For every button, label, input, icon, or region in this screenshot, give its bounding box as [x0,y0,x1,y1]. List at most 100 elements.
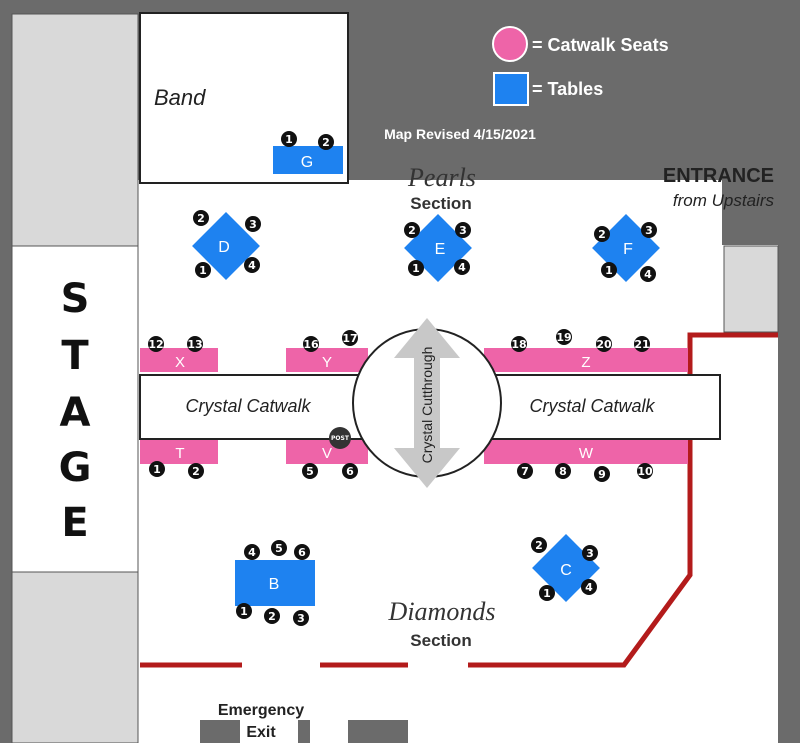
seat-f1[interactable] [601,262,617,278]
seat-w9[interactable] [594,466,610,482]
row-label-v: V [322,445,332,462]
seat-v5[interactable] [302,463,318,479]
stage-left-wing-bottom [11,571,139,743]
svg-text:1: 1 [412,262,420,275]
svg-text:5: 5 [275,542,283,555]
seat-markers: 1 2 1 2 3 4 1 2 3 4 1 2 3 4 12 13 16 17 … [148,131,657,626]
entrance-stair-block [723,245,779,333]
seat-t1[interactable] [149,461,165,477]
svg-text:4: 4 [585,581,593,594]
svg-text:2: 2 [535,539,543,552]
diamonds-section-word: Section [410,631,471,650]
seat-x13[interactable] [187,336,203,352]
seat-e4[interactable] [454,259,470,275]
exit-label-line2: Exit [246,724,276,741]
entrance-title: ENTRANCE [663,165,774,187]
seat-d4[interactable] [244,257,260,273]
seat-b1[interactable] [236,603,252,619]
seat-c3[interactable] [582,545,598,561]
svg-text:1: 1 [240,605,248,618]
band-label: Band [154,85,206,110]
seat-v6[interactable] [342,463,358,479]
seat-g1[interactable] [281,131,297,147]
stage-letter-1: S [61,276,90,322]
seat-z18[interactable] [511,336,527,352]
seat-y17[interactable] [342,330,358,346]
seat-f3[interactable] [641,222,657,238]
catwalk-row-t[interactable] [140,440,218,464]
svg-text:6: 6 [298,546,306,559]
seat-f2[interactable] [594,226,610,242]
seat-e1[interactable] [408,260,424,276]
seat-d1[interactable] [195,262,211,278]
seat-e3[interactable] [455,222,471,238]
stage-left-wing-top [11,13,139,247]
seat-c1[interactable] [539,585,555,601]
svg-text:10: 10 [637,465,653,478]
catwalk-row-v[interactable] [286,440,368,464]
seat-e2[interactable] [404,222,420,238]
table-b[interactable] [235,560,315,606]
seat-z19[interactable] [556,329,572,345]
table-label-f: F [623,241,633,258]
svg-text:2: 2 [268,610,276,623]
svg-text:12: 12 [148,338,163,351]
seat-z20[interactable] [596,336,612,352]
row-label-z: Z [581,354,590,371]
seat-t2[interactable] [188,463,204,479]
double-arrow-icon [394,318,460,488]
seat-c2[interactable] [531,537,547,553]
catwalk-row-z[interactable] [484,348,688,372]
post-marker [329,427,351,449]
svg-text:5: 5 [306,465,314,478]
svg-text:4: 4 [248,546,256,559]
svg-text:2: 2 [408,224,416,237]
exit-label-line1: Emergency [218,702,304,719]
catwalk-row-y[interactable] [286,348,368,372]
legend-tables: = Tables [532,79,603,99]
svg-text:1: 1 [605,264,613,277]
diamonds-section-name: Diamonds [388,597,496,626]
stage [11,245,139,573]
pearls-section-word: Section [410,194,471,213]
seat-b6[interactable] [294,544,310,560]
svg-text:3: 3 [249,218,257,231]
svg-text:4: 4 [458,261,466,274]
svg-text:9: 9 [598,468,606,481]
floor-corner-cutout [722,180,800,245]
svg-text:16: 16 [303,338,319,351]
seat-b5[interactable] [271,540,287,556]
table-label-d: D [218,239,230,256]
seat-b2[interactable] [264,608,280,624]
row-label-y: Y [322,354,332,371]
seat-y16[interactable] [303,336,319,352]
svg-text:20: 20 [596,338,612,351]
seat-w7[interactable] [517,463,533,479]
pearls-section-name: Pearls [407,163,476,192]
seat-z21[interactable] [634,336,650,352]
svg-text:7: 7 [521,465,529,478]
seat-d3[interactable] [245,216,261,232]
catwalk-row-w[interactable] [484,440,688,464]
svg-text:2: 2 [322,136,330,149]
svg-text:1: 1 [285,133,293,146]
svg-text:6: 6 [346,465,354,478]
seat-g2[interactable] [318,134,334,150]
seat-b4[interactable] [244,544,260,560]
table-g[interactable] [273,146,343,174]
seat-w10[interactable] [637,463,653,479]
seat-f4[interactable] [640,266,656,282]
catwalk-row-x[interactable] [140,348,218,372]
svg-text:4: 4 [248,259,256,272]
seat-d2[interactable] [193,210,209,226]
legend-table-swatch [493,72,529,106]
svg-text:3: 3 [459,224,467,237]
seat-c4[interactable] [581,579,597,595]
table-label-b: B [269,576,280,593]
seat-b3[interactable] [293,610,309,626]
svg-text:8: 8 [559,465,567,478]
svg-text:13: 13 [187,338,202,351]
seat-w8[interactable] [555,463,571,479]
seat-x12[interactable] [148,336,164,352]
post-label: POST [331,435,350,442]
